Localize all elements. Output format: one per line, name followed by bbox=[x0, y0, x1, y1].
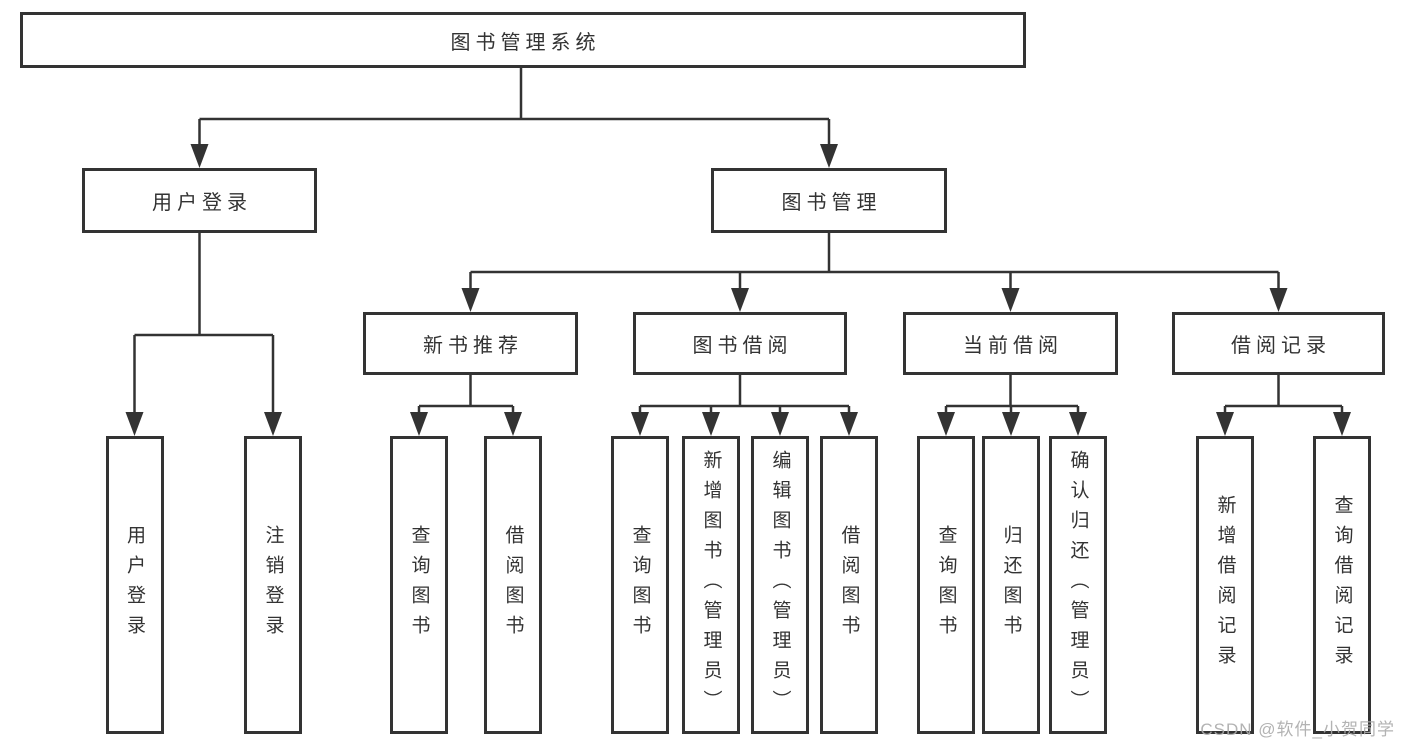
leaf-add-books-admin: 新增图书（管理员） bbox=[682, 436, 740, 734]
node-label: 编辑图书（管理员） bbox=[769, 450, 791, 720]
node-label: 借阅图书 bbox=[502, 525, 524, 645]
node-library-system: 图书管理系统 bbox=[20, 12, 1026, 68]
csdn-watermark: CSDN @软件_小贺同学 bbox=[1200, 720, 1395, 739]
leaf-borrow-books-2: 借阅图书 bbox=[820, 436, 878, 734]
node-user-login: 用户登录 bbox=[82, 168, 317, 233]
node-label: 用户登录 bbox=[124, 525, 145, 645]
leaf-edit-books-admin: 编辑图书（管理员） bbox=[751, 436, 809, 734]
node-label: 图书借阅 bbox=[692, 335, 793, 357]
node-current-borrowing: 当前借阅 bbox=[903, 312, 1118, 375]
leaf-query-borrow-record: 查询借阅记录 bbox=[1313, 436, 1371, 734]
node-book-management: 图书管理 bbox=[711, 168, 947, 233]
leaf-query-books-2: 查询图书 bbox=[611, 436, 669, 734]
node-label: 新增图书（管理员） bbox=[700, 450, 722, 720]
node-label: 新增借阅记录 bbox=[1214, 495, 1236, 675]
node-label: 归还图书 bbox=[1000, 525, 1022, 645]
node-new-book-recommend: 新书推荐 bbox=[363, 312, 578, 375]
leaf-borrow-books-1: 借阅图书 bbox=[484, 436, 542, 734]
node-label: 当前借阅 bbox=[963, 335, 1063, 357]
leaf-logout: 注销登录 bbox=[244, 436, 302, 734]
node-label: 借阅记录 bbox=[1231, 335, 1331, 357]
node-label: 查询图书 bbox=[629, 525, 651, 645]
leaf-query-books-1: 查询图书 bbox=[390, 436, 448, 734]
node-label: 图书管理系统 bbox=[450, 31, 601, 54]
node-label: 新书推荐 bbox=[423, 335, 523, 357]
node-label: 借阅图书 bbox=[838, 525, 860, 645]
node-label: 确认归还（管理员） bbox=[1067, 450, 1089, 720]
leaf-add-borrow-record: 新增借阅记录 bbox=[1196, 436, 1254, 734]
node-label: 查询图书 bbox=[935, 525, 957, 645]
leaf-return-books: 归还图书 bbox=[982, 436, 1040, 734]
leaf-confirm-return-admin: 确认归还（管理员） bbox=[1049, 436, 1107, 734]
node-label: 图书管理 bbox=[781, 192, 882, 214]
node-label: 查询图书 bbox=[408, 525, 430, 645]
node-label: 注销登录 bbox=[262, 525, 284, 645]
node-book-borrowing: 图书借阅 bbox=[633, 312, 847, 375]
node-label: 用户登录 bbox=[152, 192, 252, 214]
leaf-user-login: 用户登录 bbox=[105, 436, 164, 734]
node-borrowing-records: 借阅记录 bbox=[1172, 312, 1385, 375]
node-label: 查询借阅记录 bbox=[1331, 495, 1353, 675]
leaf-query-books-3: 查询图书 bbox=[917, 436, 975, 734]
